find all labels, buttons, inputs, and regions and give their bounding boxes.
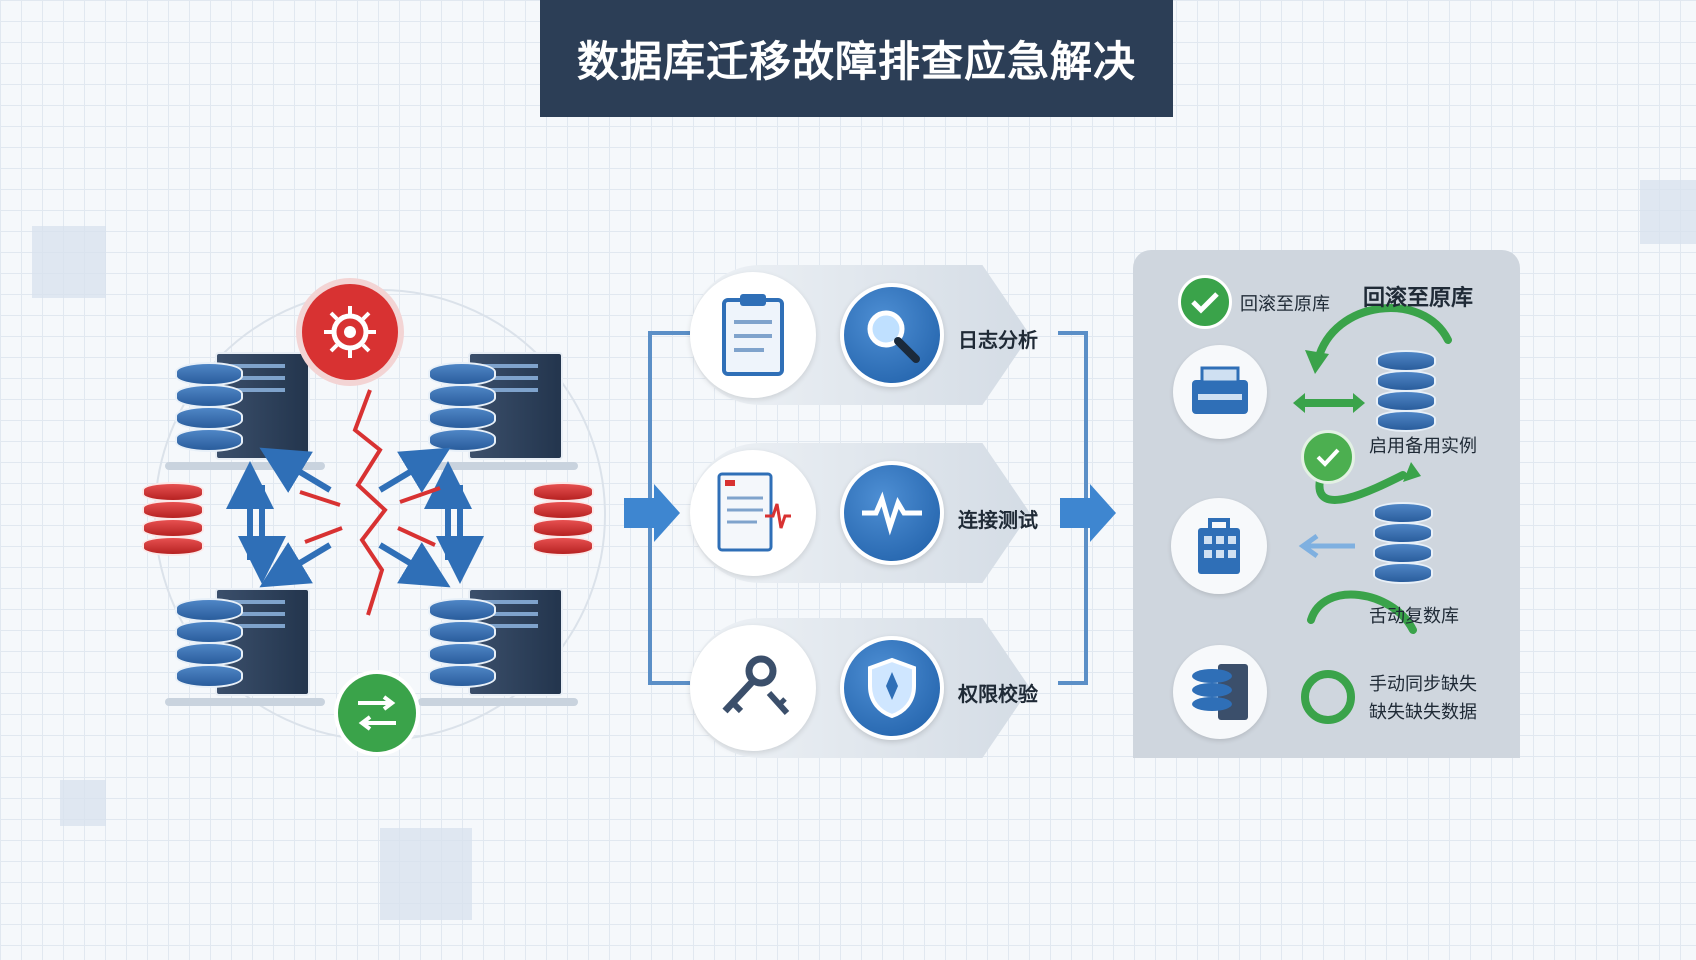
check-icon [1178,275,1232,329]
magnifier-icon [840,283,944,387]
step-label: 权限校验 [958,682,1038,706]
alert-virus-icon [302,284,398,380]
server-bottom-right [418,588,578,708]
step-label: 日志分析 [958,328,1038,352]
solution-arrows [1293,304,1452,634]
page-title: 数据库迁移故障排查应急解决 [540,0,1173,117]
printer-server-icon [1173,345,1267,439]
flow-arrow-in [624,484,680,542]
key-icon [690,625,816,751]
failure-cluster [130,270,630,770]
shield-icon [840,636,944,740]
rollback-title: 回滚至原库 [1363,286,1474,311]
sync-ring-icon [1301,670,1355,724]
report-icon [690,450,816,576]
rollback-small-label: 回滚至原库 [1240,294,1330,315]
standby-label: 启用备用实例 [1369,436,1477,457]
flow-arrow-out [1060,484,1116,542]
server-icon [1173,645,1267,739]
clipboard-icon [690,272,816,398]
pulse-icon [840,461,944,565]
crack-and-arrows [226,389,484,616]
step-label: 连接测试 [958,508,1038,532]
sync-icon [334,670,420,756]
server-top-left [165,352,325,472]
server-bottom-left [165,588,325,708]
decor-square [60,780,106,826]
restore-label: 舌动复数库 [1369,606,1459,627]
shield-check-icon [1301,430,1355,484]
decor-square [32,226,106,298]
sync-label-line2: 缺失缺失数据 [1369,702,1477,723]
solutions-panel: 回滚至原库 回滚至原库 启用备用实例 舌动复数库 [1133,250,1520,758]
sync-label-line1: 手动同步缺失 [1369,674,1477,695]
decor-square [380,828,472,920]
decor-square [1640,180,1696,244]
building-icon [1171,498,1267,594]
